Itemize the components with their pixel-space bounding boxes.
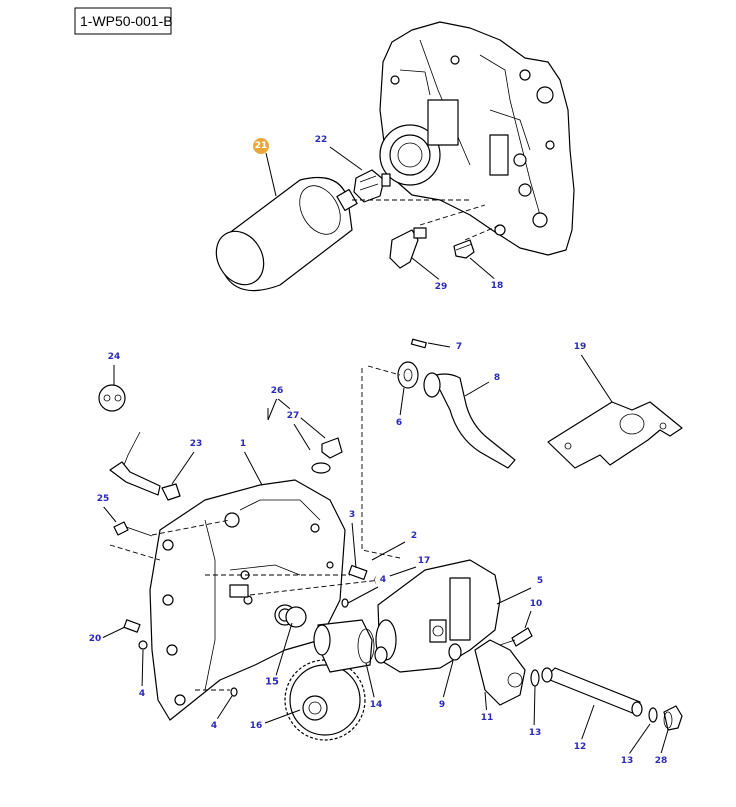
svg-text:20: 20	[89, 634, 102, 644]
callout-29[interactable]: 29	[433, 279, 449, 295]
callout-28[interactable]: 28	[653, 753, 669, 769]
callout-23[interactable]: 23	[188, 436, 204, 452]
svg-text:19: 19	[574, 342, 587, 352]
svg-text:12: 12	[574, 742, 587, 752]
callout-22[interactable]: 22	[313, 132, 329, 148]
shaft-sleeve	[313, 619, 375, 673]
sensor-cable	[121, 431, 141, 471]
callout-1[interactable]: 1	[235, 436, 251, 452]
connector-28	[663, 705, 683, 731]
callout-3[interactable]: 3	[344, 507, 360, 523]
callout-9[interactable]: 9	[434, 697, 450, 713]
callout-27[interactable]: 27	[285, 408, 301, 424]
svg-text:5: 5	[537, 576, 543, 586]
callout-6[interactable]: 6	[391, 415, 407, 431]
svg-text:17: 17	[418, 556, 431, 566]
washer-6	[397, 361, 419, 389]
callout-4b[interactable]: 4	[134, 686, 150, 702]
callout-15[interactable]: 15	[264, 674, 280, 690]
svg-text:28: 28	[655, 756, 668, 766]
reference-code: 1-WP50-001-B	[80, 13, 173, 29]
o-ring-13b	[648, 707, 658, 723]
callout-11[interactable]: 11	[479, 710, 495, 726]
svg-text:13: 13	[529, 728, 542, 738]
seal-ring-15	[285, 606, 307, 628]
svg-text:13: 13	[621, 756, 634, 766]
svg-text:26: 26	[271, 386, 284, 396]
callout-19[interactable]: 19	[572, 339, 588, 355]
sensor-24	[98, 384, 126, 412]
gear-16	[284, 659, 366, 741]
svg-text:25: 25	[97, 494, 110, 504]
callout-2[interactable]: 2	[406, 528, 422, 544]
callout-7[interactable]: 7	[451, 339, 467, 355]
svg-text:29: 29	[435, 282, 448, 292]
svg-text:22: 22	[315, 135, 328, 145]
washer-4b	[138, 640, 148, 650]
bolt-25	[113, 521, 153, 537]
callout-13b[interactable]: 13	[619, 753, 635, 769]
svg-text:1: 1	[240, 439, 246, 449]
flange-11	[474, 639, 526, 706]
svg-text:6: 6	[396, 418, 402, 428]
svg-text:23: 23	[190, 439, 203, 449]
svg-text:10: 10	[530, 599, 543, 609]
pin-3	[348, 564, 368, 581]
svg-text:8: 8	[494, 373, 500, 383]
svg-text:11: 11	[481, 713, 494, 723]
leader-lines	[101, 146, 669, 758]
svg-text:18: 18	[491, 281, 504, 291]
o-ring-9	[448, 643, 462, 661]
svg-text:16: 16	[250, 721, 263, 731]
valve-29	[389, 227, 427, 269]
callout-17[interactable]: 17	[416, 553, 432, 569]
reference-code-box: 1-WP50-001-B	[74, 7, 173, 35]
plug-27	[311, 437, 343, 474]
svg-text:21: 21	[255, 141, 268, 151]
callout-18[interactable]: 18	[489, 278, 505, 294]
svg-text:24: 24	[108, 352, 121, 362]
tube-12	[541, 667, 643, 717]
callout-4c[interactable]: 4	[206, 718, 222, 734]
bolt-10	[499, 627, 533, 647]
callout-5[interactable]: 5	[532, 573, 548, 589]
svg-text:3: 3	[349, 510, 355, 520]
svg-text:9: 9	[439, 700, 445, 710]
o-ring-13a	[530, 669, 540, 687]
plug-18	[453, 239, 475, 259]
svg-text:27: 27	[287, 411, 300, 421]
callout-12[interactable]: 12	[572, 739, 588, 755]
callout-14[interactable]: 14	[368, 697, 384, 713]
callout-20[interactable]: 20	[87, 631, 103, 647]
callout-10[interactable]: 10	[528, 596, 544, 612]
callout-4a[interactable]: 4	[375, 572, 391, 588]
hydraulic-pump	[374, 559, 501, 673]
pin-20	[123, 619, 141, 633]
callout-13a[interactable]: 13	[527, 725, 543, 741]
callout-26[interactable]: 26	[269, 383, 285, 399]
svg-text:4: 4	[380, 575, 386, 585]
washer-4c	[230, 687, 238, 697]
pipe-8	[423, 372, 516, 469]
callout-8[interactable]: 8	[489, 370, 505, 386]
valve-block-housing	[379, 21, 575, 256]
svg-text:4: 4	[211, 721, 217, 731]
callout-16[interactable]: 16	[248, 718, 264, 734]
callout-21[interactable]: 21	[253, 138, 269, 154]
washer-4a	[341, 598, 349, 608]
svg-text:14: 14	[370, 700, 383, 710]
svg-text:15: 15	[265, 677, 279, 688]
filter-adapter	[353, 169, 391, 203]
sensor-23	[109, 461, 181, 501]
callout-25[interactable]: 25	[95, 491, 111, 507]
svg-text:4: 4	[139, 689, 145, 699]
callout-24[interactable]: 24	[106, 349, 122, 365]
pin-7	[410, 338, 427, 349]
svg-text:2: 2	[411, 531, 417, 541]
svg-text:7: 7	[456, 342, 462, 352]
gasket-19	[547, 401, 683, 469]
oil-filter	[215, 176, 358, 292]
